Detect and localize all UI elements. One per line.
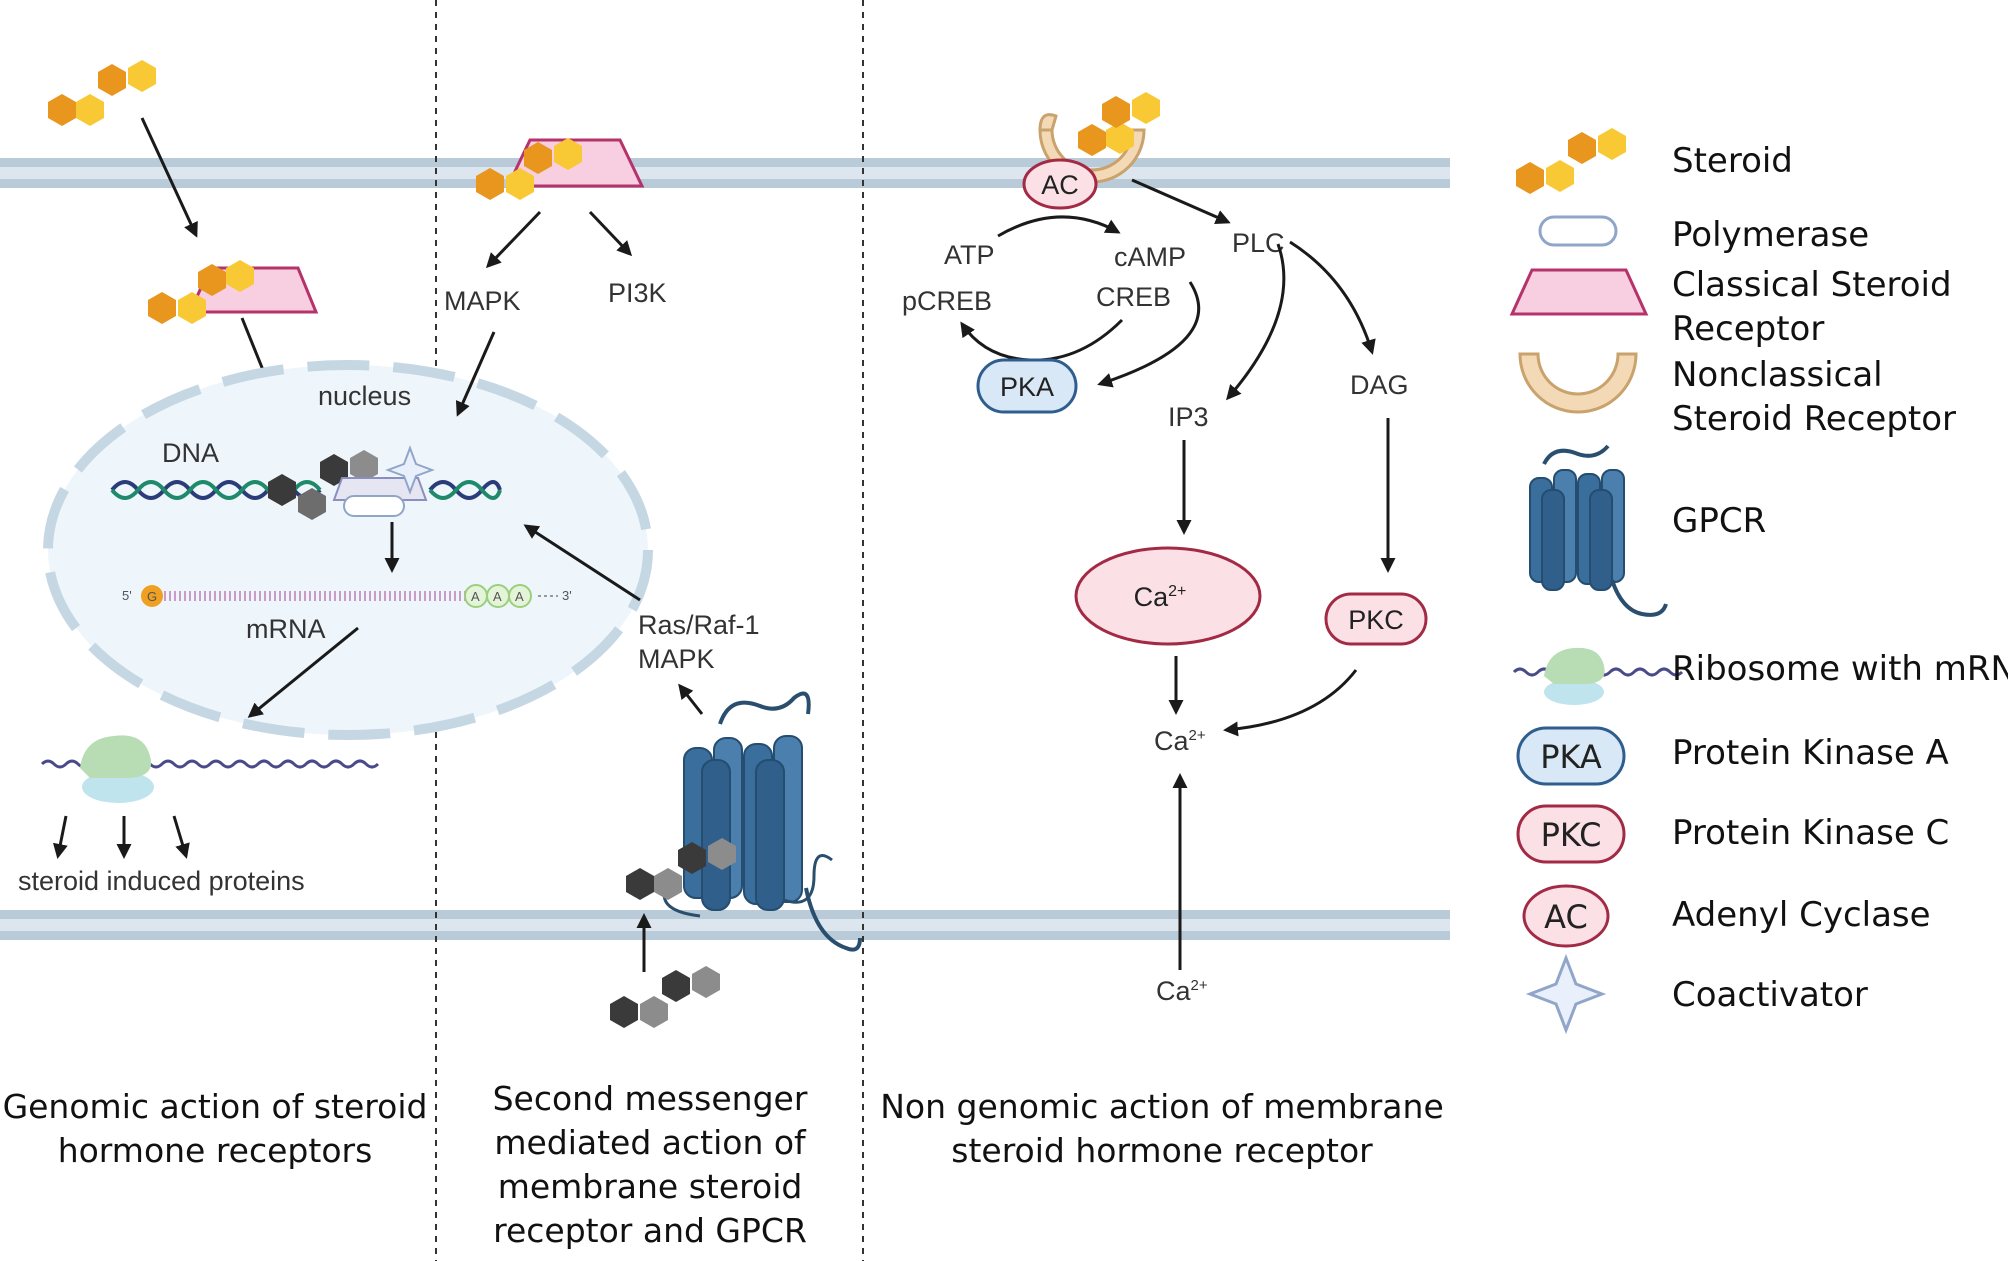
caption-second-2: mediated action of bbox=[494, 1123, 807, 1162]
steroid-receptor-complex bbox=[148, 260, 319, 324]
legend-pkc-icon: PKC bbox=[1516, 804, 1626, 864]
svg-text:Ca2+: Ca2+ bbox=[1134, 582, 1187, 612]
plc-label: PLC bbox=[1232, 228, 1285, 258]
legend-nonclassical-label-1: Nonclassical bbox=[1672, 355, 1883, 395]
nucleus-label: nucleus bbox=[318, 381, 411, 411]
ca-store-node: Ca2+ bbox=[1074, 546, 1262, 646]
svg-text:AC: AC bbox=[1544, 898, 1588, 936]
legend-classical-receptor-icon bbox=[1509, 268, 1649, 316]
legend-ribosome-label: Ribosome with mRNA bbox=[1672, 649, 2008, 689]
caption-second-3: membrane steroid bbox=[498, 1167, 803, 1206]
dna-label: DNA bbox=[162, 438, 219, 468]
caption-genomic-1: Genomic action of steroid bbox=[3, 1087, 428, 1126]
membrane-receptor-complex bbox=[476, 138, 645, 200]
gpcr-ligand-bound bbox=[626, 838, 736, 900]
svg-text:A: A bbox=[471, 589, 480, 604]
ip3-label: IP3 bbox=[1168, 402, 1209, 432]
legend-ac-label: Adenyl Cyclase bbox=[1672, 895, 1931, 935]
creb-label: CREB bbox=[1096, 282, 1171, 312]
legend-coactivator-label: Coactivator bbox=[1672, 975, 1868, 1015]
arrow-mapk-to-nucleus bbox=[455, 331, 496, 417]
arrow-protein-3 bbox=[172, 815, 190, 859]
svg-text:A: A bbox=[515, 589, 524, 604]
legend-classical-label-2: Receptor bbox=[1672, 309, 1824, 349]
legend-polymerase-icon bbox=[1538, 215, 1618, 247]
arrow-protein-1 bbox=[52, 815, 68, 859]
top-membrane bbox=[0, 158, 1450, 188]
legend-nonclassical-label-2: Steroid Receptor bbox=[1672, 399, 1956, 439]
svg-text:A: A bbox=[493, 589, 502, 604]
mrna-strand: 5' G A A A 3' bbox=[122, 584, 572, 608]
caption-nongenomic-2: steroid hormone receptor bbox=[951, 1131, 1373, 1170]
pcreb-label: pCREB bbox=[902, 286, 992, 316]
svg-text:3': 3' bbox=[562, 588, 572, 603]
legend-pkc-label: Protein Kinase C bbox=[1672, 813, 1949, 853]
legend-coactivator-icon bbox=[1525, 953, 1607, 1035]
svg-text:PKC: PKC bbox=[1541, 816, 1602, 854]
legend-pka-label: Protein Kinase A bbox=[1672, 733, 1949, 773]
mrna-label: mRNA bbox=[246, 614, 326, 644]
pka-node: PKA bbox=[976, 358, 1078, 414]
legend-nonclassical-receptor-icon bbox=[1518, 352, 1638, 414]
arrow-steroid-in bbox=[140, 117, 198, 238]
camp-label: cAMP bbox=[1114, 242, 1186, 272]
caption-second-4: receptor and GPCR bbox=[493, 1211, 807, 1250]
coactivator-icon bbox=[385, 445, 435, 495]
legend: Steroid Polymerase Classical Steroid Rec… bbox=[1509, 128, 2008, 1035]
mapk-label: MAPK bbox=[444, 286, 521, 316]
dag-label: DAG bbox=[1350, 370, 1409, 400]
arrow-camp-to-pka bbox=[1097, 281, 1201, 388]
svg-text:AC: AC bbox=[1041, 170, 1079, 200]
rasraf-label-2: MAPK bbox=[638, 644, 715, 674]
rasraf-label-1: Ras/Raf-1 bbox=[638, 610, 760, 640]
arrow-atp-to-camp bbox=[997, 215, 1121, 238]
legend-ac-icon: AC bbox=[1522, 884, 1610, 948]
proteins-label: steroid induced proteins bbox=[18, 866, 305, 896]
legend-gpcr-icon bbox=[1529, 444, 1668, 617]
ac-node: AC bbox=[1022, 158, 1098, 210]
transcription-complex bbox=[268, 450, 428, 520]
legend-pka-icon: PKA bbox=[1516, 726, 1626, 786]
atp-label: ATP bbox=[944, 240, 995, 270]
nucleus-envelope bbox=[43, 360, 653, 740]
arrow-to-mapk bbox=[485, 210, 542, 269]
arrow-gpcr-to-rasraf bbox=[678, 683, 704, 715]
arrow-rasraf-to-nucleus bbox=[523, 524, 641, 602]
legend-classical-label-1: Classical Steroid bbox=[1672, 265, 1952, 305]
arrow-plc-to-ip3 bbox=[1226, 243, 1286, 401]
legend-gpcr-label: GPCR bbox=[1672, 501, 1766, 541]
caption-genomic-2: hormone receptors bbox=[58, 1131, 373, 1170]
svg-text:PKC: PKC bbox=[1348, 605, 1404, 635]
svg-text:5': 5' bbox=[122, 588, 132, 603]
steroid-icon bbox=[48, 60, 156, 126]
legend-polymerase-label: Polymerase bbox=[1672, 215, 1869, 255]
arrow-plc-to-dag bbox=[1289, 240, 1376, 355]
ca-cytosol-label: Ca2+ bbox=[1154, 726, 1206, 756]
arrow-pkc-to-ca bbox=[1223, 669, 1358, 737]
pkc-node: PKC bbox=[1324, 592, 1428, 646]
svg-text:PKA: PKA bbox=[1000, 372, 1054, 402]
ribosome-icon bbox=[40, 735, 380, 803]
svg-text:PKA: PKA bbox=[1540, 738, 1602, 776]
svg-text:G: G bbox=[147, 589, 157, 604]
legend-steroid-icon bbox=[1516, 128, 1626, 194]
arrow-to-pi3k bbox=[588, 210, 633, 257]
caption-nongenomic-1: Non genomic action of membrane bbox=[880, 1087, 1444, 1126]
arrow-creb-to-pcreb bbox=[960, 318, 1124, 362]
free-ligand bbox=[610, 966, 720, 1028]
legend-ribosome-icon bbox=[1512, 647, 1684, 705]
bottom-membrane bbox=[0, 910, 1450, 940]
caption-second-1: Second messenger bbox=[493, 1079, 808, 1118]
arrow-to-ribosome bbox=[247, 626, 359, 718]
arrow-to-plc bbox=[1131, 178, 1231, 225]
pi3k-label: PI3K bbox=[608, 278, 667, 308]
ca-extracellular-label: Ca2+ bbox=[1156, 976, 1208, 1006]
legend-steroid-label: Steroid bbox=[1672, 141, 1793, 181]
